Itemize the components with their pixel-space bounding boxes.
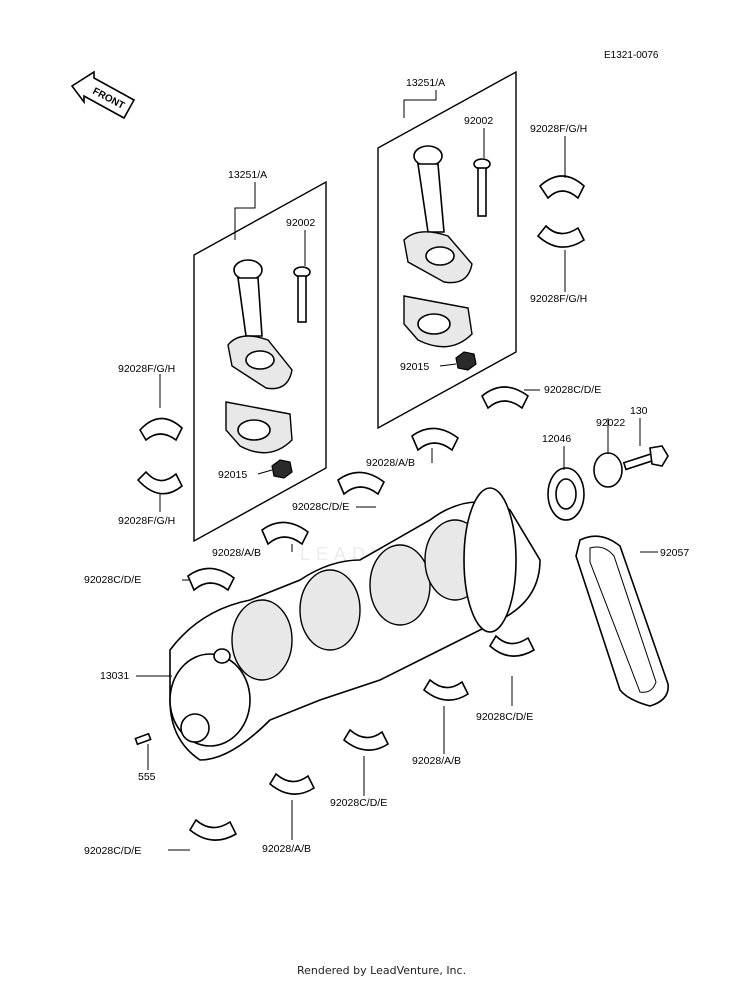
nut-left-part	[271, 459, 293, 479]
nut-right-part	[455, 351, 477, 371]
label-bearing-fgh-right-bottom: 92028F/G/H	[530, 293, 587, 305]
pin-part	[134, 732, 152, 746]
label-chain: 92057	[660, 547, 689, 559]
label-bearing-ab-1: 92028/A/B	[366, 457, 415, 469]
label-pin: 555	[138, 771, 156, 783]
label-bearing-cde-6: 92028C/D/E	[84, 845, 141, 857]
credit-text: Rendered by LeadVenture, Inc.	[297, 964, 466, 977]
label-bearing-ab-4: 92028/A/B	[262, 843, 311, 855]
front-arrow-icon: FRONT	[70, 70, 136, 120]
label-conrod-right: 13251/A	[406, 77, 445, 89]
label-nut-right: 92015	[400, 361, 429, 373]
label-bearing-cde-5: 92028C/D/E	[330, 797, 387, 809]
label-nut-left: 92015	[218, 469, 247, 481]
label-bearing-cde-1: 92028C/D/E	[544, 384, 601, 396]
bolt-130-part	[622, 445, 669, 471]
label-bearing-ab-3: 92028/A/B	[412, 755, 461, 767]
conrod-frame-left	[193, 180, 327, 543]
label-bearing-fgh-left-top: 92028F/G/H	[118, 363, 175, 375]
label-bearing-fgh-left-bottom: 92028F/G/H	[118, 515, 175, 527]
sprocket-part	[547, 467, 585, 521]
chain-part	[575, 535, 669, 707]
label-washer: 92022	[596, 417, 625, 429]
conrod-right-part	[403, 145, 473, 348]
conrod-left-part	[225, 259, 293, 454]
label-bolt-left: 92002	[286, 217, 315, 229]
crankshaft-part	[169, 487, 541, 761]
label-crankshaft: 13031	[100, 670, 129, 682]
label-bearing-ab-2: 92028/A/B	[212, 547, 261, 559]
label-sprocket: 12046	[542, 433, 571, 445]
label-bearing-cde-4: 92028C/D/E	[476, 711, 533, 723]
label-bolt-130: 130	[630, 405, 648, 417]
part-labels: 13251/A 92002 92028F/G/H 92028F/G/H 1325…	[84, 77, 689, 857]
bolt-right-part	[473, 158, 491, 217]
reference-code: E1321-0076	[604, 50, 659, 61]
washer-part	[593, 452, 623, 488]
leader-lines	[136, 90, 658, 851]
bearing-shells	[136, 175, 586, 841]
label-bearing-cde-2: 92028C/D/E	[292, 501, 349, 513]
label-bolt-right: 92002	[464, 115, 493, 127]
label-bearing-cde-3: 92028C/D/E	[84, 574, 141, 586]
bolt-left-part	[293, 266, 311, 323]
label-conrod-left: 13251/A	[228, 169, 267, 181]
conrod-frame-right	[377, 70, 517, 430]
label-bearing-fgh-right-top: 92028F/G/H	[530, 123, 587, 135]
